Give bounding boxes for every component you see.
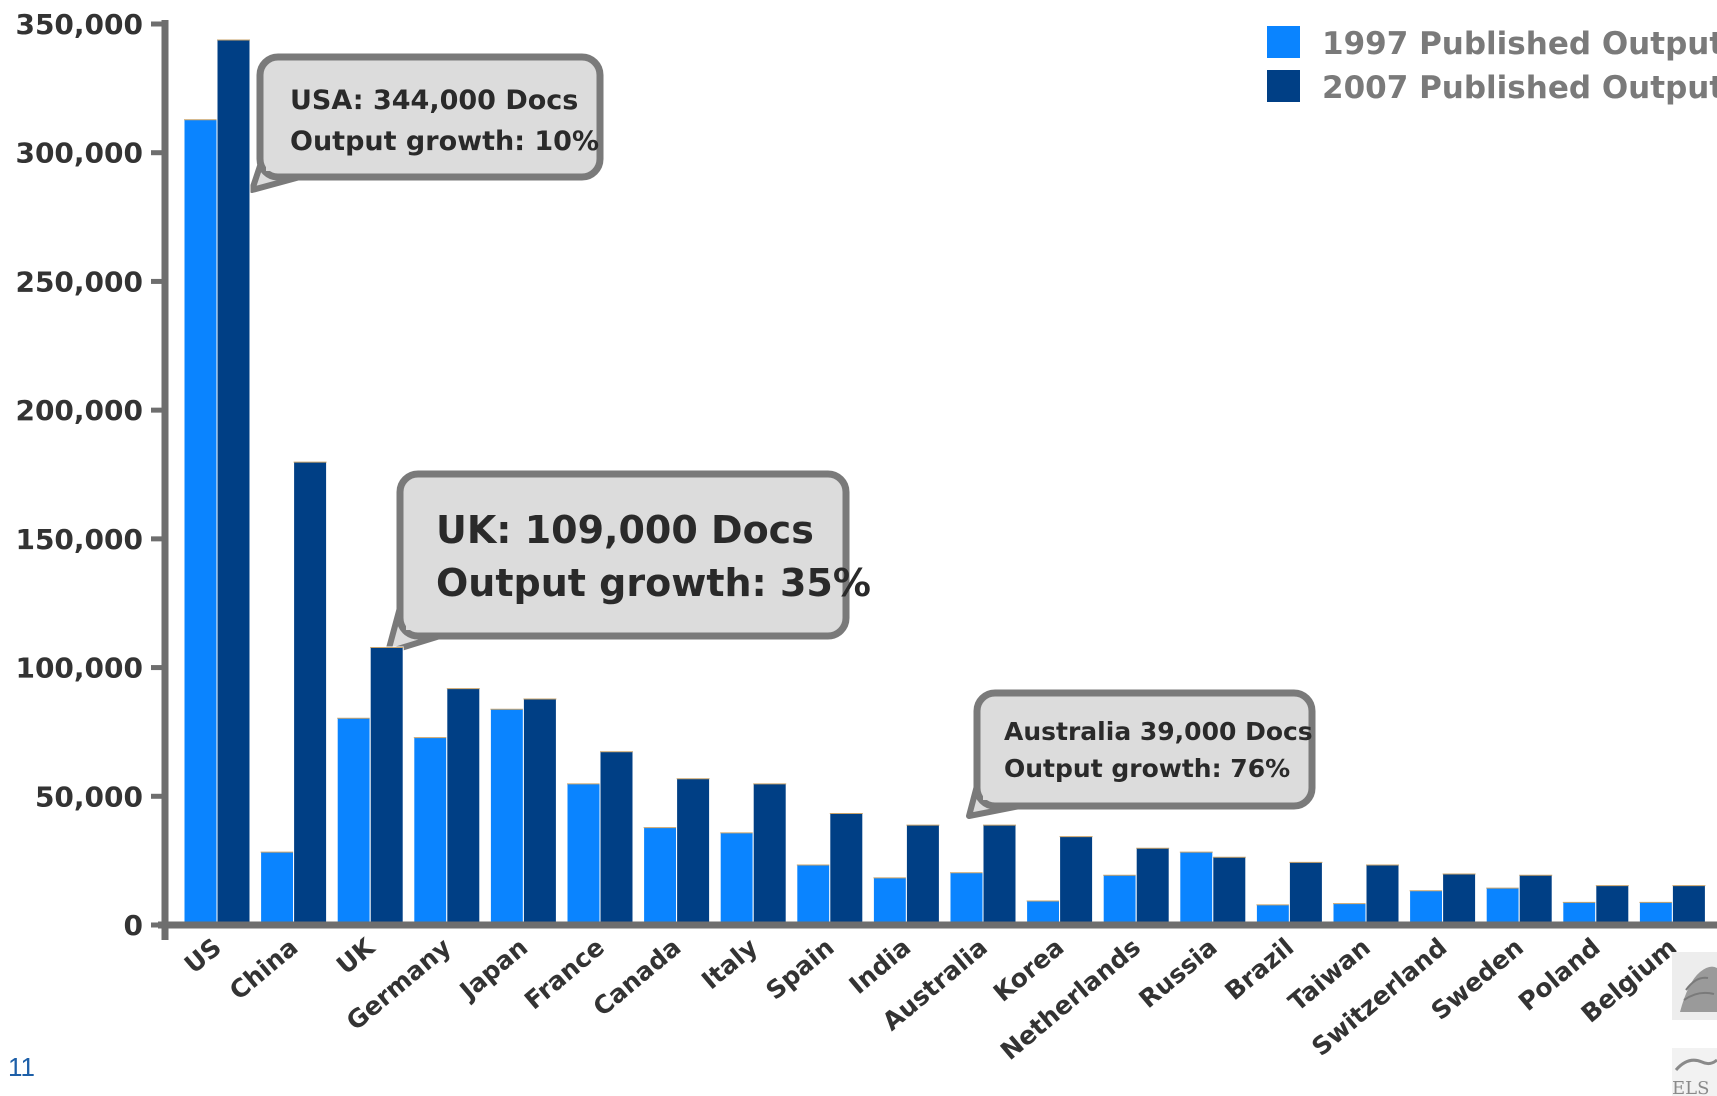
callout-line-1: USA: 344,000 Docs — [290, 85, 578, 116]
y-tick-label: 150,000 — [15, 523, 143, 556]
axes — [158, 20, 1717, 940]
x-tick-label-spain: Spain — [760, 932, 839, 1005]
bar-2007-korea — [1059, 835, 1094, 926]
callout-tail-joint — [983, 774, 1020, 800]
x-tick-label-china: China — [224, 932, 303, 1005]
bar-2007-russia — [1212, 856, 1247, 926]
bar-2007-spain — [829, 812, 864, 926]
y-tick-label: 50,000 — [35, 780, 143, 813]
y-tick-label: 100,000 — [15, 652, 143, 685]
bar-1997-russia — [1179, 851, 1214, 926]
bar-2007-japan — [522, 697, 557, 926]
bar-1997-canada — [643, 826, 678, 926]
legend-swatch-1997 — [1267, 26, 1300, 58]
y-tick-label: 250,000 — [15, 265, 143, 298]
bar-2007-taiwan — [1365, 864, 1400, 926]
callout-line-1: Australia 39,000 Docs — [1004, 717, 1313, 746]
x-tick-label-switzerland: Switzerland — [1306, 932, 1452, 1061]
y-tick-label: 350,000 — [15, 8, 143, 41]
bar-1997-us — [183, 118, 218, 926]
bar-1997-netherlands — [1102, 874, 1137, 926]
bar-1997-germany — [413, 736, 448, 926]
bar-1997-japan — [489, 708, 524, 926]
callout-line-2: Output growth: 76% — [1004, 754, 1290, 783]
legend: 1997 Published Output 2007 Published Outp… — [1267, 26, 1717, 106]
bar-2007-canada — [676, 777, 711, 926]
bar-1997-korea — [1026, 900, 1061, 926]
bar-2007-uk — [369, 646, 404, 926]
publisher-logo: ELS — [1672, 952, 1717, 1096]
bar-2007-switzerland — [1442, 873, 1477, 926]
bar-2007-australia — [982, 824, 1017, 926]
bar-1997-sweden — [1485, 887, 1520, 926]
bar-1997-india — [872, 876, 907, 926]
bar-2007-brazil — [1288, 861, 1323, 926]
callout-box — [973, 689, 1316, 810]
callout-box — [396, 470, 850, 640]
bar-2007-belgium — [1671, 884, 1706, 926]
bar-2007-france — [599, 750, 634, 926]
bar-1997-switzerland — [1409, 889, 1444, 926]
x-tick-label-italy: Italy — [696, 932, 763, 995]
callout-line-2: Output growth: 35% — [436, 561, 871, 605]
bar-2007-sweden — [1518, 874, 1553, 926]
y-tick-label: 0 — [124, 909, 143, 942]
y-tick-label: 200,000 — [15, 394, 143, 427]
y-axis-ticks: 0 50,000 100,000 150,000 200,000 250,000 300,0… — [15, 8, 165, 942]
x-tick-label-russia: Russia — [1133, 932, 1222, 1014]
bar-1997-australia — [949, 871, 984, 926]
bar-1997-italy — [719, 831, 754, 926]
callout-line-2: Output growth: 10% — [290, 126, 599, 157]
bar-2007-poland — [1595, 884, 1630, 926]
x-tick-label-netherlands: Netherlands — [995, 932, 1146, 1065]
bar-2007-germany — [446, 687, 481, 926]
legend-label-1997: 1997 Published Output — [1322, 26, 1717, 62]
bar-2007-china — [293, 461, 328, 926]
callout-box — [256, 53, 604, 181]
callout-tail-joint — [266, 156, 300, 171]
legend-label-2007: 2007 Published Output — [1322, 70, 1717, 106]
svg-text:ELS: ELS — [1672, 1078, 1709, 1096]
x-tick-label-uk: UK — [331, 931, 381, 980]
y-tick-label: 300,000 — [15, 137, 143, 170]
bar-2007-india — [905, 824, 940, 926]
bar-2007-italy — [752, 782, 787, 926]
callout-tail-joint — [406, 596, 440, 630]
bars — [183, 38, 1706, 926]
callout-line-1: UK: 109,000 Docs — [436, 508, 814, 552]
bar-2007-netherlands — [1135, 847, 1170, 926]
bar-1997-spain — [796, 864, 831, 926]
bar-1997-france — [566, 782, 601, 926]
bar-1997-uk — [336, 717, 371, 926]
bar-2007-us — [216, 38, 251, 926]
legend-swatch-2007 — [1267, 70, 1300, 102]
x-tick-label-us: US — [179, 932, 227, 979]
bar-1997-china — [260, 851, 295, 926]
page-number: 11 — [8, 1052, 35, 1082]
